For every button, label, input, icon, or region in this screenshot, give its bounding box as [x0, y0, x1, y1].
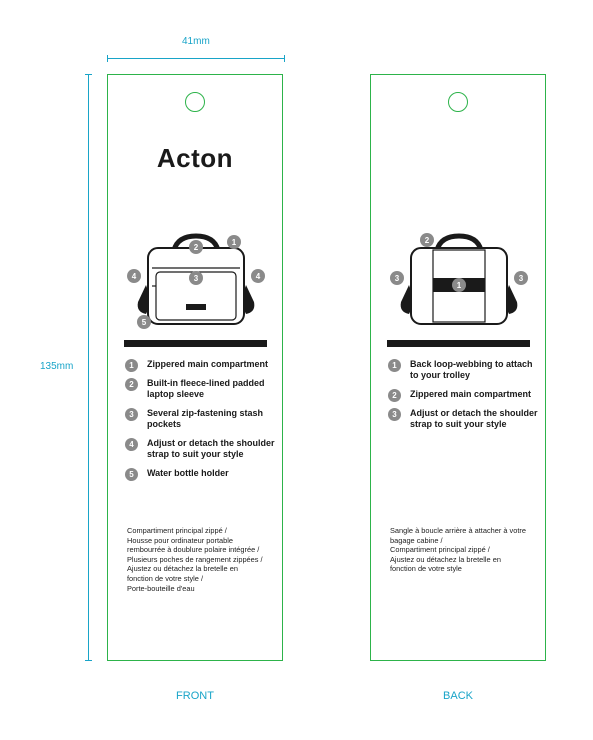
feature-item: 3 Several zip-fastening stash pockets [125, 408, 277, 430]
height-dimension-line [88, 74, 89, 661]
callout-1: 1 [227, 235, 241, 249]
french-line: Sangle à boucle arrière à attacher à vot… [390, 526, 526, 535]
width-dimension-label: 41mm [182, 36, 210, 47]
french-line: Compartiment principal zippé / [390, 545, 490, 555]
french-line: Housse pour ordinateur portable [127, 535, 233, 545]
bag-back-illustration: 1 2 3 3 [390, 233, 528, 325]
french-translation: Sangle à boucle arrière à attacher à vot… [390, 526, 540, 574]
french-line: bagage cabine / [390, 535, 443, 545]
feature-list: 1 Back loop-webbing to attach to your tr… [388, 359, 540, 438]
feature-number-badge: 2 [125, 378, 138, 391]
hang-hole-icon [185, 92, 205, 112]
feature-item: 1 Back loop-webbing to attach to your tr… [388, 359, 540, 381]
feature-text: Zippered main compartment [147, 359, 269, 369]
feature-item: 4 Adjust or detach the shoulder strap to… [125, 438, 277, 460]
section-divider [124, 340, 267, 347]
feature-text: Adjust or detach the shoulder strap to s… [410, 408, 538, 429]
feature-item: 5 Water bottle holder [125, 468, 277, 481]
svg-text:4: 4 [132, 272, 137, 281]
feature-number-badge: 3 [388, 408, 401, 421]
back-side-label: BACK [443, 690, 473, 702]
svg-text:3: 3 [194, 274, 199, 283]
feature-item: 1 Zippered main compartment [125, 359, 277, 372]
callout-4-right: 4 [251, 269, 265, 283]
callout-2: 2 [189, 240, 203, 254]
height-dimension-label: 135mm [40, 361, 74, 372]
callout-5: 5 [137, 315, 151, 329]
french-line: Plusieurs poches de rangement zippées / [127, 554, 263, 564]
hang-hole-icon [448, 92, 468, 112]
section-divider [387, 340, 530, 347]
feature-item: 3 Adjust or detach the shoulder strap to… [388, 408, 540, 430]
feature-number-badge: 5 [125, 468, 138, 481]
feature-list: 1 Zippered main compartment 2 Built-in f… [125, 359, 277, 487]
width-dimension-tick-left [107, 55, 108, 62]
feature-number-badge: 1 [125, 359, 138, 372]
french-line: Compartiment principal zippé / [127, 526, 227, 535]
svg-text:1: 1 [457, 281, 462, 290]
french-line: rembourrée à doublure polaire intégrée / [127, 545, 260, 555]
svg-text:3: 3 [395, 274, 400, 283]
callout-3-right: 3 [514, 271, 528, 285]
callout-2: 2 [420, 233, 434, 247]
svg-text:2: 2 [194, 243, 199, 252]
feature-text: Back loop-webbing to attach to your trol… [410, 359, 533, 380]
feature-item: 2 Zippered main compartment [388, 389, 540, 402]
french-line: fonction de votre style [390, 564, 462, 574]
feature-number-badge: 2 [388, 389, 401, 402]
feature-text: Several zip-fastening stash pockets [147, 408, 264, 429]
svg-text:5: 5 [142, 318, 147, 327]
callout-4-left: 4 [127, 269, 141, 283]
svg-text:3: 3 [519, 274, 524, 283]
bag-front-illustration: 1 2 3 4 4 5 [127, 233, 265, 329]
french-translation: Compartiment principal zippé / Housse po… [127, 526, 277, 593]
height-dimension-tick-bottom [85, 660, 92, 661]
svg-text:1: 1 [232, 238, 237, 247]
product-title: Acton [156, 143, 234, 173]
svg-text:2: 2 [425, 236, 430, 245]
height-dimension-tick-top [85, 74, 92, 75]
callout-1: 1 [452, 278, 466, 292]
back-tag-card: 1 2 3 3 1 Back loop-webbing to attach to… [370, 74, 546, 661]
feature-text: Built-in fleece-lined padded laptop slee… [147, 378, 265, 399]
front-side-label: FRONT [176, 690, 214, 702]
width-dimension-line [107, 58, 284, 59]
front-tag-card: Acton 1 2 3 4 4 [107, 74, 283, 661]
callout-3-left: 3 [390, 271, 404, 285]
width-dimension-tick-right [284, 55, 285, 62]
feature-text: Water bottle holder [147, 468, 229, 478]
french-line: fonction de votre style / [127, 573, 203, 583]
feature-number-badge: 4 [125, 438, 138, 451]
callout-3: 3 [189, 271, 203, 285]
french-line: Ajustez ou détachez la bretelle en [127, 564, 238, 574]
svg-text:4: 4 [256, 272, 261, 281]
feature-number-badge: 1 [388, 359, 401, 372]
french-line: Porte-bouteille d'eau [127, 583, 195, 593]
french-line: Ajustez ou détachez la bretelle en [390, 554, 501, 564]
feature-text: Zippered main compartment [410, 389, 532, 399]
feature-item: 2 Built-in fleece-lined padded laptop sl… [125, 378, 277, 400]
feature-number-badge: 3 [125, 408, 138, 421]
feature-text: Adjust or detach the shoulder strap to s… [147, 438, 275, 459]
